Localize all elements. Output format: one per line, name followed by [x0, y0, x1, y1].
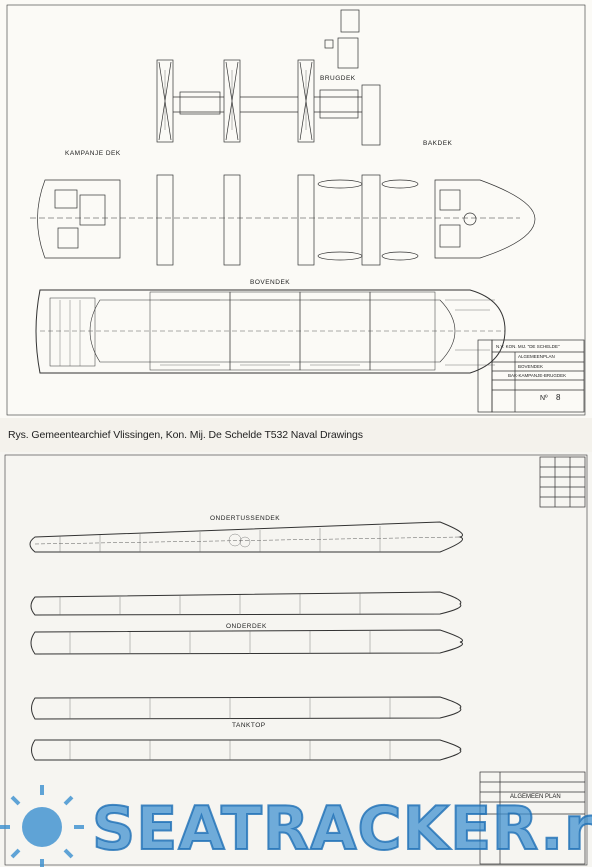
- bottom-drawing-sheet: ONDERTUSSENDEK ONDERDEK TANKTOP ALGEMEEN…: [0, 452, 592, 867]
- label-onderdek: ONDERDEK: [226, 623, 267, 630]
- title-block-number-label: Nº: [540, 395, 548, 402]
- figure-caption: Rys. Gemeentearchief Vlissingen, Kon. Mi…: [8, 429, 363, 441]
- sun-logo-icon: [0, 785, 84, 867]
- title-block-line2: BOVENDEK: [518, 364, 543, 369]
- title-block-line1: ALGEMEENPLAN: [518, 354, 555, 359]
- title-block-company: N.V. KON. MIJ. "DE SCHELDE": [496, 344, 560, 349]
- label-ondertussendek: ONDERTUSSENDEK: [210, 515, 280, 522]
- label-bovendek: BOVENDEK: [250, 279, 290, 286]
- label-bakdek: BAKDEK: [423, 140, 453, 147]
- title-block-line3: BAK-KAMPANJE-BRUGDEK: [508, 373, 566, 378]
- seatracker-watermark: SEATRACKER.ru: [0, 785, 592, 867]
- top-drawing-sheet: BRUGDEK KAMPANJE DEK BAKDEK BOVENDEK N.V…: [0, 0, 592, 418]
- title-block-number: 8: [556, 393, 561, 402]
- label-brugdek: BRUGDEK: [320, 75, 356, 82]
- bottom-title-block-line1: ALGEMEEN PLAN: [510, 794, 561, 800]
- label-tanktop: TANKTOP: [232, 722, 266, 729]
- watermark-text: SEATRACKER.ru: [92, 794, 592, 864]
- bottom-deck-plan-drawing: ONDERTUSSENDEK ONDERDEK TANKTOP ALGEMEEN…: [4, 454, 588, 866]
- label-kampanje-dek: KAMPANJE DEK: [65, 150, 121, 157]
- top-deck-plan-drawing: BRUGDEK KAMPANJE DEK BAKDEK BOVENDEK N.V…: [6, 4, 586, 416]
